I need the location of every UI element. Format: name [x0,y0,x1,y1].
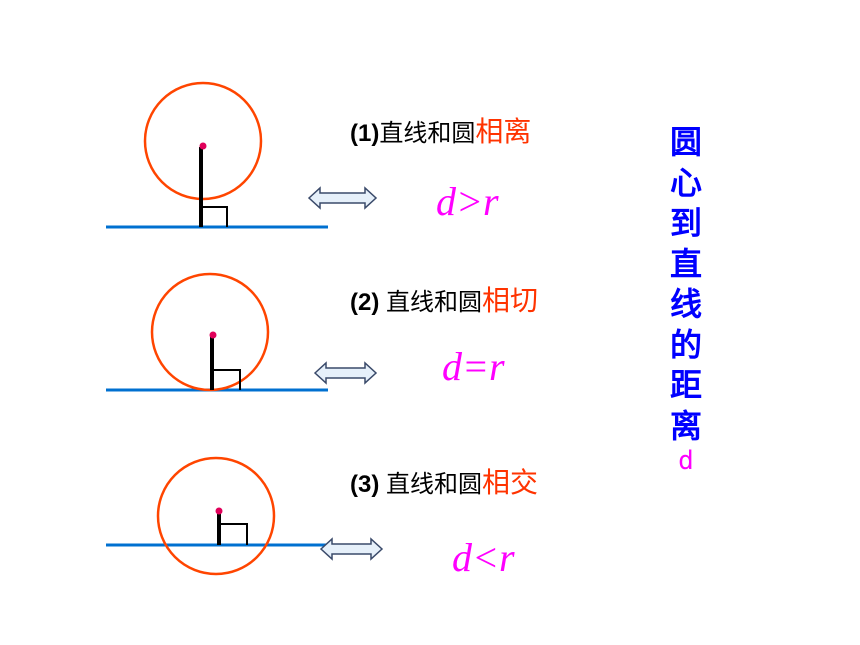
case-3-relation: 相交 [482,466,539,499]
side-label-char: 离 [669,406,702,445]
case-1-figure [106,81,378,229]
case-3-right-angle [219,523,248,545]
case-2-number: (2) [350,289,386,316]
case-1-text: 直线和圆 [379,119,476,147]
case-1-double-arrow-icon [307,186,378,210]
side-label-char: 到 [669,204,702,242]
case-3-text: 直线和圆 [386,470,482,498]
case-2-figure [106,272,378,392]
case-2-right-angle [212,369,241,390]
case-3-double-arrow-icon [319,537,384,561]
case-1-number: (1) [350,120,380,147]
case-2-relation: 相切 [482,284,539,317]
case-2-text: 直线和圆 [386,288,482,316]
side-label: 圆 心 到 直 线 的 距 离 d [666,122,706,476]
case-1-right-angle [201,206,228,227]
case-2-caption: (2) 直线和圆相切 [350,279,538,319]
side-label-char: 心 [669,163,702,202]
case-2-formula: d=r [442,344,505,389]
case-3-caption: (3) 直线和圆相交 [350,461,538,501]
case-3-figure [106,456,384,576]
case-1-caption: (1)直线和圆相离 [350,110,531,150]
side-label-char: 的 [669,325,702,364]
case-2-center-dot [209,331,217,339]
case-3-center-dot [215,507,223,515]
side-label-char: 圆 [669,123,702,161]
case-1-center-dot [199,142,207,150]
side-label-d: d [678,446,694,476]
case-3-circle [156,456,276,576]
case-3-number: (3) [350,471,386,498]
side-label-char: 距 [669,366,702,404]
case-2-double-arrow-icon [313,361,378,385]
case-3-formula: d<r [452,535,515,580]
side-label-char: 直 [669,244,702,283]
side-label-char: 线 [669,285,702,323]
case-1-formula: d>r [436,179,499,224]
case-1-relation: 相离 [475,115,532,148]
